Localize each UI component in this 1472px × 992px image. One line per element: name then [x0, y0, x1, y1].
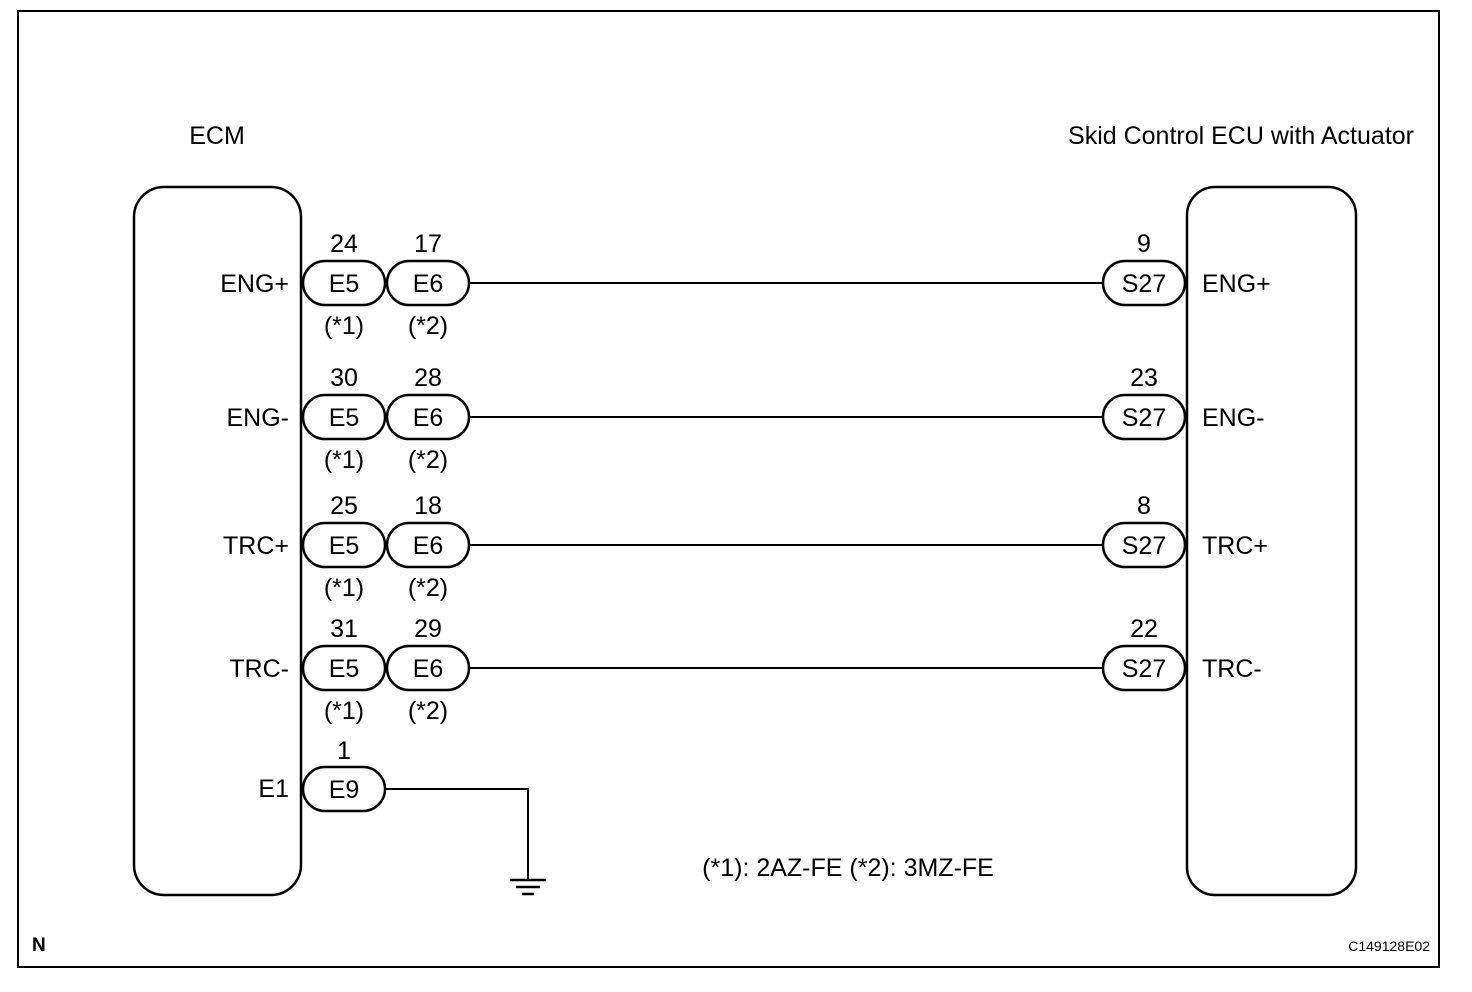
- skid-terminal-label: ENG-: [1202, 404, 1265, 432]
- ecm-pin-number: 29: [414, 615, 442, 643]
- ecm-connector-shape: [385, 521, 471, 569]
- engine-variant-note: (*2): [408, 312, 448, 340]
- skid-connector-label: S27: [1122, 655, 1166, 683]
- ground-circuit: E1 1 E9: [258, 737, 546, 896]
- ecm-connector-shape: [301, 644, 387, 692]
- ecm-connector-shape: [301, 521, 387, 569]
- ecm-title: ECM: [189, 122, 245, 150]
- ecm-pin-number: 24: [330, 230, 358, 258]
- skid-pin-number: 9: [1137, 230, 1151, 258]
- ecm-connector-shape: [385, 644, 471, 692]
- variant-legend: (*1): 2AZ-FE (*2): 3MZ-FE: [702, 854, 994, 882]
- ecm-connector-shape: [301, 259, 387, 307]
- ecm-pin-number: 31: [330, 615, 358, 643]
- skid-connector-label: S27: [1122, 270, 1166, 298]
- engine-variant-note: (*1): [324, 697, 364, 725]
- ecm-connector-label: E6: [413, 404, 444, 432]
- ecm-connector-label: E5: [329, 404, 360, 432]
- skid-pin-number: 22: [1130, 615, 1158, 643]
- engine-variant-note: (*1): [324, 312, 364, 340]
- ecm-connector-shape: [385, 393, 471, 441]
- skid-connector-shape: [1101, 259, 1187, 307]
- ground-connector-label: E9: [329, 776, 360, 804]
- diagram-frame: [17, 10, 1440, 968]
- skid-connector-shape: [1101, 644, 1187, 692]
- engine-variant-note: (*1): [324, 446, 364, 474]
- ecm-pin-number: 17: [414, 230, 442, 258]
- ecm-box: [132, 185, 303, 897]
- skid-terminal-label: TRC-: [1202, 655, 1262, 683]
- skid-connector-label: S27: [1122, 532, 1166, 560]
- ground-wire: [385, 788, 529, 880]
- skid-pin-number: 23: [1130, 364, 1158, 392]
- ecm-terminal-label: TRC-: [229, 655, 289, 683]
- ecm-terminal-label: ENG+: [220, 270, 289, 298]
- ecm-pin-number: 28: [414, 364, 442, 392]
- skid-connector-shape: [1101, 521, 1187, 569]
- engine-variant-note: (*2): [408, 697, 448, 725]
- ecm-connector-label: E5: [329, 655, 360, 683]
- ecm-connector-shape: [385, 259, 471, 307]
- ground-pin-number: 1: [337, 737, 351, 765]
- ecm-pin-number: 30: [330, 364, 358, 392]
- engine-variant-note: (*2): [408, 574, 448, 602]
- skid-terminal-label: ENG+: [1202, 270, 1271, 298]
- engine-variant-note: (*1): [324, 574, 364, 602]
- skid-connector-label: S27: [1122, 404, 1166, 432]
- ecm-connector-label: E5: [329, 532, 360, 560]
- skid-pin-number: 8: [1137, 492, 1151, 520]
- ecm-terminal-label: TRC+: [223, 532, 289, 560]
- ecm-connector-label: E6: [413, 532, 444, 560]
- ecm-connector-shape: [301, 393, 387, 441]
- ground-terminal-label: E1: [258, 775, 289, 803]
- figure-code: C149128E02: [1348, 938, 1430, 954]
- ecm-pin-number: 25: [330, 492, 358, 520]
- corner-mark: N: [32, 935, 46, 956]
- ecm-connector-label: E6: [413, 655, 444, 683]
- ecm-connector-label: E6: [413, 270, 444, 298]
- engine-variant-note: (*2): [408, 446, 448, 474]
- ecm-pin-number: 18: [414, 492, 442, 520]
- ecm-terminal-label: ENG-: [227, 404, 290, 432]
- skid-terminal-label: TRC+: [1202, 532, 1268, 560]
- skid-control-ecu-title: Skid Control ECU with Actuator: [1068, 122, 1414, 150]
- skid-control-ecu-box: [1185, 185, 1358, 897]
- ecm-connector-label: E5: [329, 270, 360, 298]
- ground-icon: [510, 878, 546, 896]
- skid-connector-shape: [1101, 393, 1187, 441]
